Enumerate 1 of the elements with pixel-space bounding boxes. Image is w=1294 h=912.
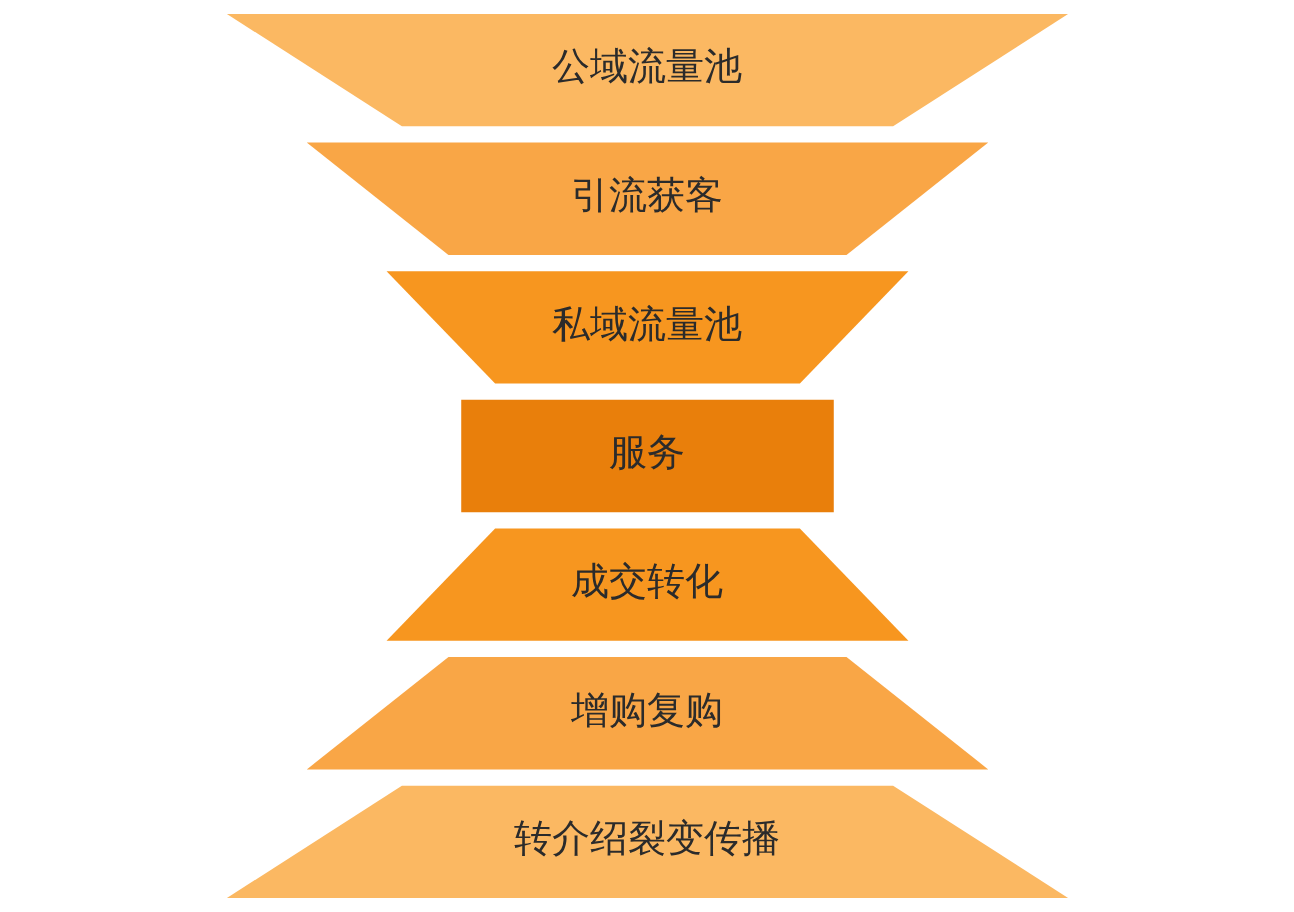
node-box: 服务 [460, 399, 834, 513]
